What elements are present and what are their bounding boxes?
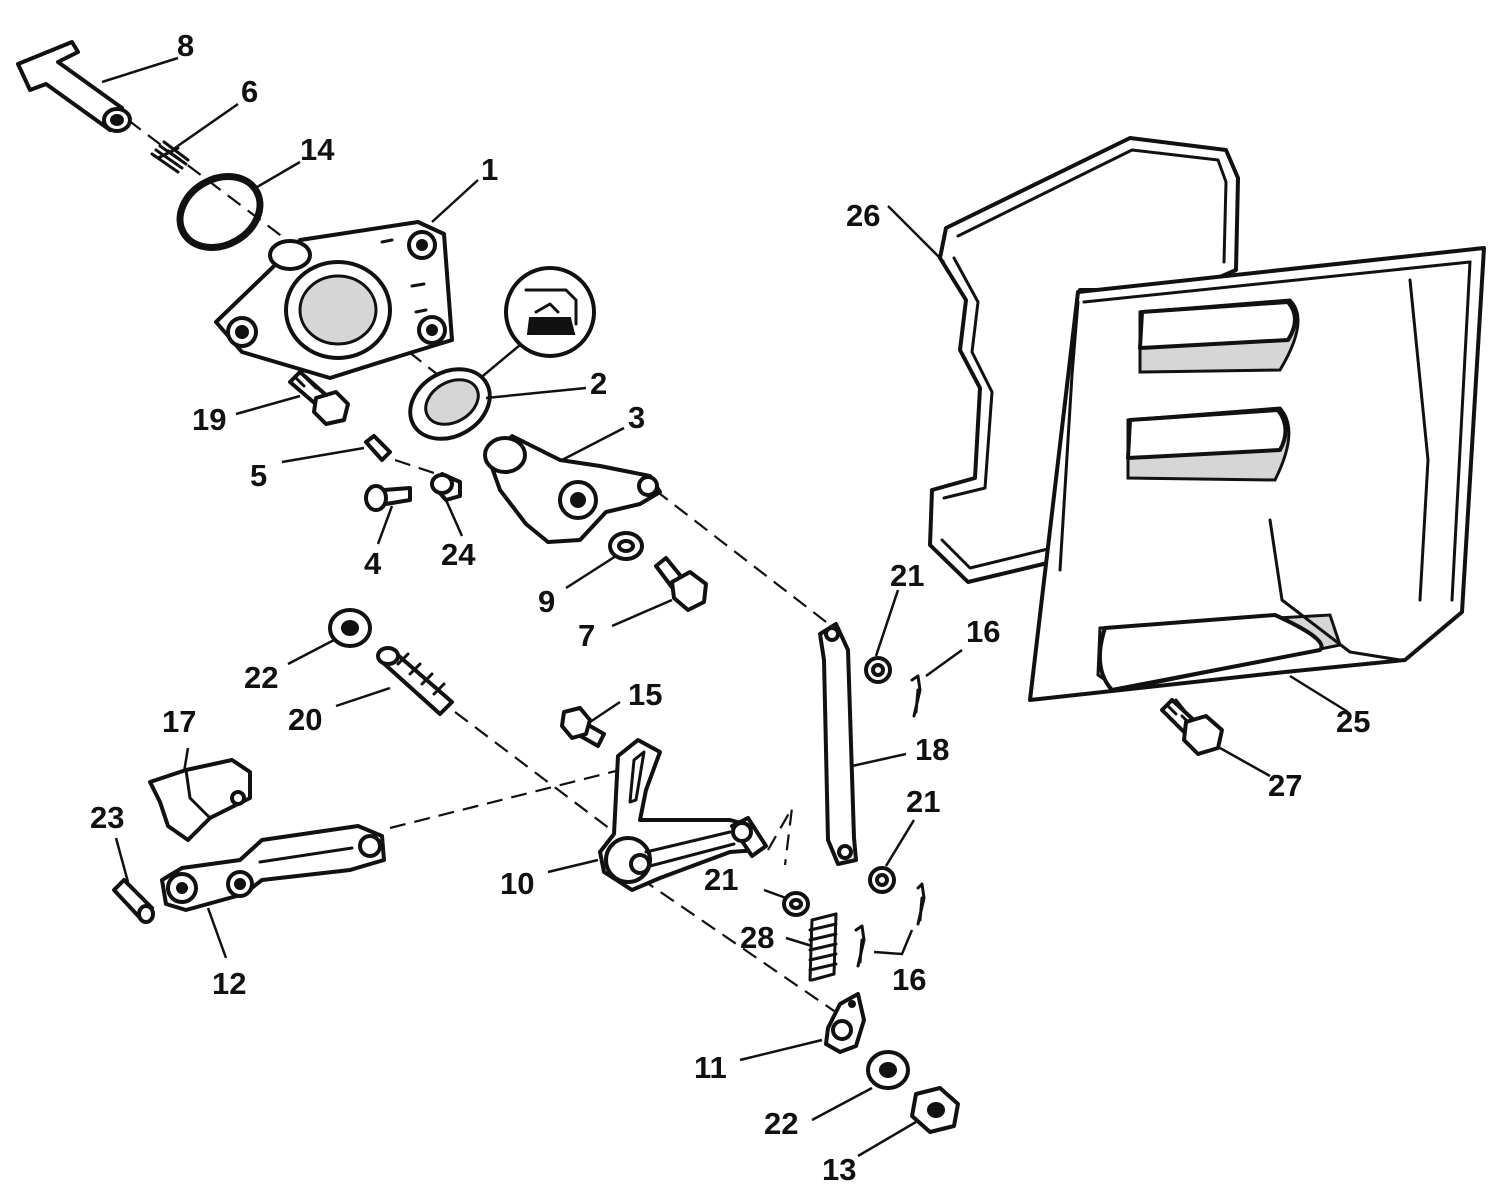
callout-28: 28 <box>740 920 774 955</box>
callout-21a: 21 <box>890 558 924 593</box>
part-27-bolt <box>1160 698 1224 756</box>
part-28-spring <box>808 912 838 982</box>
part-11-cam-plate <box>824 992 866 1054</box>
part-9-washer <box>608 531 644 561</box>
part-10-bellcrank <box>598 738 768 892</box>
callout-21b: 21 <box>906 784 940 819</box>
callout-2: 2 <box>590 366 607 401</box>
part-22b-washer <box>866 1050 910 1090</box>
part-24-bushing <box>430 472 462 502</box>
callout-27: 27 <box>1268 768 1302 803</box>
callout-4: 4 <box>364 546 382 581</box>
part-13-nut <box>910 1086 960 1134</box>
part-20-stud <box>376 646 454 716</box>
callout-26: 26 <box>846 198 880 233</box>
part-25-cover <box>1028 246 1486 702</box>
callout-18: 18 <box>915 732 949 767</box>
part-16-cotter-pins <box>854 674 926 968</box>
part-2-seal <box>408 367 492 441</box>
part-7-bolt <box>654 556 708 612</box>
callout-5: 5 <box>250 458 267 493</box>
part-26-gasket <box>928 136 1240 584</box>
callout-23: 23 <box>90 800 124 835</box>
part-22a-washer <box>328 608 372 648</box>
part-4-screw <box>364 484 412 512</box>
callout-16b: 16 <box>892 962 926 997</box>
callout-21c: 21 <box>704 862 738 897</box>
callout-16a: 16 <box>966 614 1000 649</box>
callout-6: 6 <box>241 74 258 109</box>
part-21-washers <box>782 656 896 917</box>
part-12-shift-link <box>160 824 386 912</box>
callout-10: 10 <box>500 866 534 901</box>
callout-19: 19 <box>192 402 226 437</box>
part-15-bolt <box>560 706 606 748</box>
part-14-o-ring <box>176 173 264 251</box>
part-3-shaft-lever <box>483 434 662 544</box>
callout-11: 11 <box>694 1050 727 1085</box>
callout-22b: 22 <box>764 1106 798 1141</box>
callout-22a: 22 <box>244 660 278 695</box>
part-1-housing <box>214 220 454 380</box>
part-17-clip <box>148 758 252 842</box>
callout-25: 25 <box>1336 704 1370 739</box>
callout-14: 14 <box>300 132 335 167</box>
part-6-spring <box>150 140 190 174</box>
part-19-bolt <box>288 370 350 426</box>
callout-20: 20 <box>288 702 322 737</box>
callout-9: 9 <box>538 584 555 619</box>
callout-24: 24 <box>441 537 476 572</box>
callout-8: 8 <box>177 28 194 63</box>
callout-labels: 8 6 14 1 2 3 19 5 4 24 9 7 22 20 15 21 1… <box>90 28 1370 1187</box>
part-5-pin <box>364 434 392 462</box>
leader-lines <box>101 56 1349 1158</box>
callout-3: 3 <box>628 400 645 435</box>
seal-lubricant-icon <box>504 266 596 358</box>
callout-15: 15 <box>628 677 662 712</box>
callout-13: 13 <box>822 1152 856 1187</box>
part-8-shift-handle <box>16 40 132 133</box>
part-18-link-rod <box>818 622 858 866</box>
callout-7: 7 <box>578 618 595 653</box>
callout-12: 12 <box>212 966 246 1001</box>
callout-17: 17 <box>162 704 196 739</box>
callout-1: 1 <box>481 152 498 187</box>
part-23-roll-pin <box>112 878 155 924</box>
